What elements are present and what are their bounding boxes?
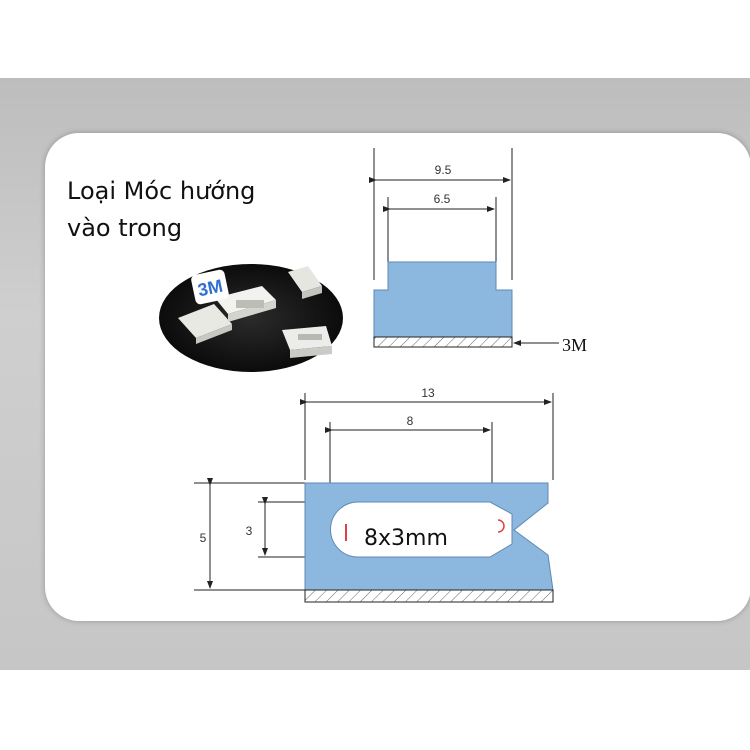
height-label: 5 [200, 531, 207, 545]
slot-length-label: 8 [407, 414, 414, 428]
top-profile-body [373, 261, 513, 338]
slot-height-label: 3 [246, 524, 253, 538]
caption-line-2: vào trong [67, 214, 183, 242]
caption-title: Loại Móc hướng vào trong [67, 173, 327, 247]
clip-piece-top-right [288, 266, 322, 299]
side-tape-layer [304, 589, 554, 603]
clip-piece-bottom-right [282, 326, 332, 358]
inner-width-label: 6.5 [434, 192, 451, 206]
tape-label: 3M [562, 335, 587, 355]
caption-line-1: Loại Móc hướng [67, 177, 256, 205]
slot-size-label: 8x3mm [364, 526, 448, 551]
length-label: 13 [421, 386, 435, 400]
content-card [45, 133, 750, 621]
top-tape-layer [373, 336, 513, 348]
product-photo: 3M [159, 264, 343, 372]
slot-marker-right [497, 519, 505, 533]
side-view: 13 8 5 3 8x3mm [194, 386, 554, 603]
3m-tape-sticker: 3M [191, 269, 229, 305]
clip-piece-left [178, 304, 232, 344]
outer-width-label: 9.5 [435, 163, 452, 177]
top-cross-section: 9.5 6.5 3M [369, 148, 587, 355]
clip-piece-center [215, 286, 276, 322]
